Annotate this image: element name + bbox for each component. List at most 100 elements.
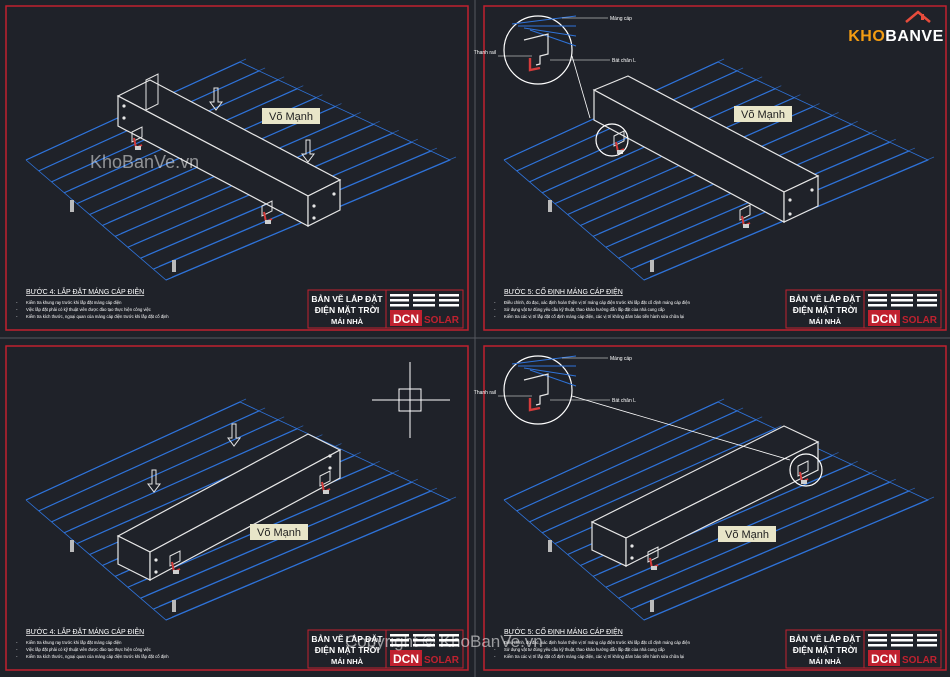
support-post bbox=[548, 200, 552, 212]
label-tray: Máng cáp bbox=[610, 356, 632, 362]
cable-tray bbox=[590, 425, 820, 567]
stripe bbox=[390, 634, 409, 637]
stripe bbox=[917, 634, 937, 637]
title-line: BẢN VẼ LẮP ĐẶT bbox=[311, 293, 383, 304]
note-text: Điều chỉnh, đo đạc, xác định hoàn thiện … bbox=[504, 640, 691, 645]
l-bracket-icon bbox=[797, 460, 809, 484]
stripe bbox=[891, 634, 913, 637]
roof-rib-edge bbox=[44, 407, 266, 509]
author-tag-bg bbox=[250, 524, 308, 540]
title-line: MÁI NHÀ bbox=[809, 317, 842, 326]
company-mark: DCN bbox=[393, 312, 419, 326]
stripe bbox=[891, 294, 913, 297]
title-line: MÁI NHÀ bbox=[331, 317, 364, 326]
company-word: SOLAR bbox=[424, 655, 460, 666]
detail-rib bbox=[529, 29, 577, 47]
author-tag: Võ Mạnh bbox=[269, 111, 313, 123]
company-mark: DCN bbox=[393, 652, 419, 666]
roof-rib-edge bbox=[171, 496, 457, 618]
detail-tray bbox=[523, 373, 549, 406]
stripe bbox=[917, 644, 937, 647]
step-title: BƯỚC 4: LẮP ĐẶT MÁNG CÁP ĐIỆN bbox=[26, 287, 144, 296]
stripe bbox=[390, 639, 409, 642]
down-arrow-icon bbox=[147, 469, 161, 493]
note-text: Sử dụng vật tư đúng yêu cầu kỹ thuật, th… bbox=[504, 647, 665, 652]
logo-text: KHOBANVE bbox=[848, 28, 944, 45]
cable-tray bbox=[116, 73, 342, 227]
note-text: Kiểm tra kích thước, ngoại quan của máng… bbox=[26, 654, 169, 659]
detail-rib bbox=[511, 15, 577, 25]
note-bullet: - bbox=[16, 654, 18, 659]
stripe bbox=[891, 304, 913, 307]
stripe bbox=[413, 294, 435, 297]
note-bullet: - bbox=[16, 314, 18, 319]
company-mark-bg bbox=[868, 650, 900, 666]
stripe bbox=[891, 639, 913, 642]
stripe bbox=[868, 634, 887, 637]
down-arrow-icon bbox=[227, 423, 241, 447]
note-text: Việc lắp đặt phải có kỹ thuật viên được … bbox=[26, 307, 151, 312]
detail-rib bbox=[511, 355, 577, 365]
l-bracket-icon bbox=[647, 546, 659, 570]
detail-rib bbox=[523, 27, 577, 37]
stripe bbox=[413, 304, 435, 307]
roof-rib bbox=[153, 490, 432, 610]
down-arrow-icon bbox=[301, 139, 315, 163]
stripe bbox=[413, 644, 435, 647]
detail-bracket bbox=[528, 58, 541, 72]
sheet-frame bbox=[483, 345, 947, 671]
roof-outline bbox=[25, 401, 451, 621]
note-text: Kiểm tra các vị trí lắp đặt cố định máng… bbox=[504, 654, 684, 659]
stripe bbox=[390, 644, 409, 647]
step-title: BƯỚC 5: CỐ ĐỊNH MÁNG CÁP ĐIỆN bbox=[504, 286, 623, 296]
company-mark-bg bbox=[390, 310, 422, 326]
company-mark: DCN bbox=[871, 312, 897, 326]
stripe bbox=[413, 299, 435, 302]
title-line: BẢN VẼ LẮP ĐẶT bbox=[311, 633, 383, 644]
stripe bbox=[917, 299, 937, 302]
note-text: Kiểm tra khung ray trước khi lắp đặt mán… bbox=[26, 640, 122, 645]
stripe bbox=[868, 639, 887, 642]
roof-rib bbox=[631, 490, 910, 610]
label-rail: Thanh rail bbox=[474, 50, 496, 56]
stripe bbox=[390, 304, 409, 307]
l-bracket-icon bbox=[131, 126, 143, 150]
roof-outline bbox=[503, 401, 929, 621]
company-mark: DCN bbox=[871, 652, 897, 666]
label-tray: Máng cáp bbox=[610, 16, 632, 22]
note-text: Điều chỉnh, đo đạc, xác định hoàn thiện … bbox=[504, 300, 691, 305]
step-title: BƯỚC 4: LẮP ĐẶT MÁNG CÁP ĐIỆN bbox=[26, 627, 144, 636]
l-bracket-icon bbox=[319, 470, 331, 494]
author-tag-bg bbox=[262, 108, 320, 124]
cable-tray bbox=[592, 75, 820, 224]
stripe bbox=[439, 639, 459, 642]
roof-rib-edge bbox=[70, 425, 304, 531]
stripe bbox=[917, 304, 937, 307]
support-post bbox=[172, 260, 176, 272]
stripe bbox=[917, 639, 937, 642]
note-text: Việc lắp đặt phải có kỹ thuật viên được … bbox=[26, 647, 151, 652]
l-bracket-icon bbox=[739, 204, 751, 228]
stripe bbox=[439, 304, 459, 307]
detail-rib bbox=[523, 367, 577, 377]
stripe bbox=[891, 299, 913, 302]
note-bullet: - bbox=[494, 640, 496, 645]
stripe bbox=[868, 294, 887, 297]
roof-rib-edge bbox=[548, 425, 782, 531]
l-bracket-icon bbox=[169, 550, 181, 574]
author-tag: Võ Mạnh bbox=[741, 109, 785, 121]
title-line: MÁI NHÀ bbox=[809, 657, 842, 666]
support-post bbox=[172, 600, 176, 612]
author-tag-bg bbox=[718, 526, 776, 542]
stripe bbox=[868, 644, 887, 647]
title-line: ĐIỆN MẶT TRỜI bbox=[315, 304, 379, 315]
sheet-frame bbox=[5, 5, 469, 331]
note-bullet: - bbox=[16, 307, 18, 312]
